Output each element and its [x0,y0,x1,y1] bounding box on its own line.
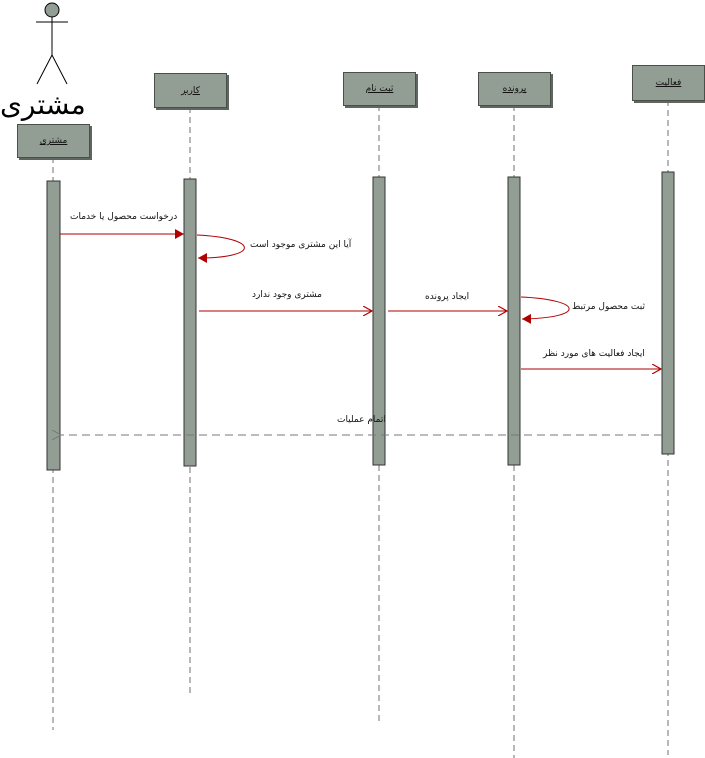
activation-bar-activity [661,171,675,455]
participant-activity[interactable]: فعالیت [632,65,705,101]
participant-register[interactable]: ثبت نام [343,72,416,106]
message-arrows [60,229,661,369]
activation-bar-register [372,176,386,466]
message-label: مشتری وجود ندارد [252,290,322,300]
participant-customer[interactable]: مشتری [17,124,90,158]
message-label: آیا این مشتری موجود است [250,240,352,250]
participant-user[interactable]: کاربر [154,73,227,108]
activation-bar-customer [46,180,61,471]
actor-name: مشتری [0,88,86,121]
activation-bar-user [183,178,197,467]
message-label: اتمام عملیات [337,415,386,425]
message-label: ایجاد فعالیت های مورد نظر [543,349,645,359]
arrow-self-register-product [520,296,570,324]
message-label: ایجاد پرونده [425,292,470,302]
message-label: درخواست محصول یا خدمات [70,212,178,222]
activation-bar-file [507,176,521,466]
arrow-self-check [196,234,245,263]
participant-file[interactable]: پرونده [478,72,551,106]
message-label: ثبت محصول مرتبط [572,302,645,312]
actor-stick-figure-icon [36,2,68,85]
lifelines [52,100,669,758]
activation-bars [46,171,675,471]
